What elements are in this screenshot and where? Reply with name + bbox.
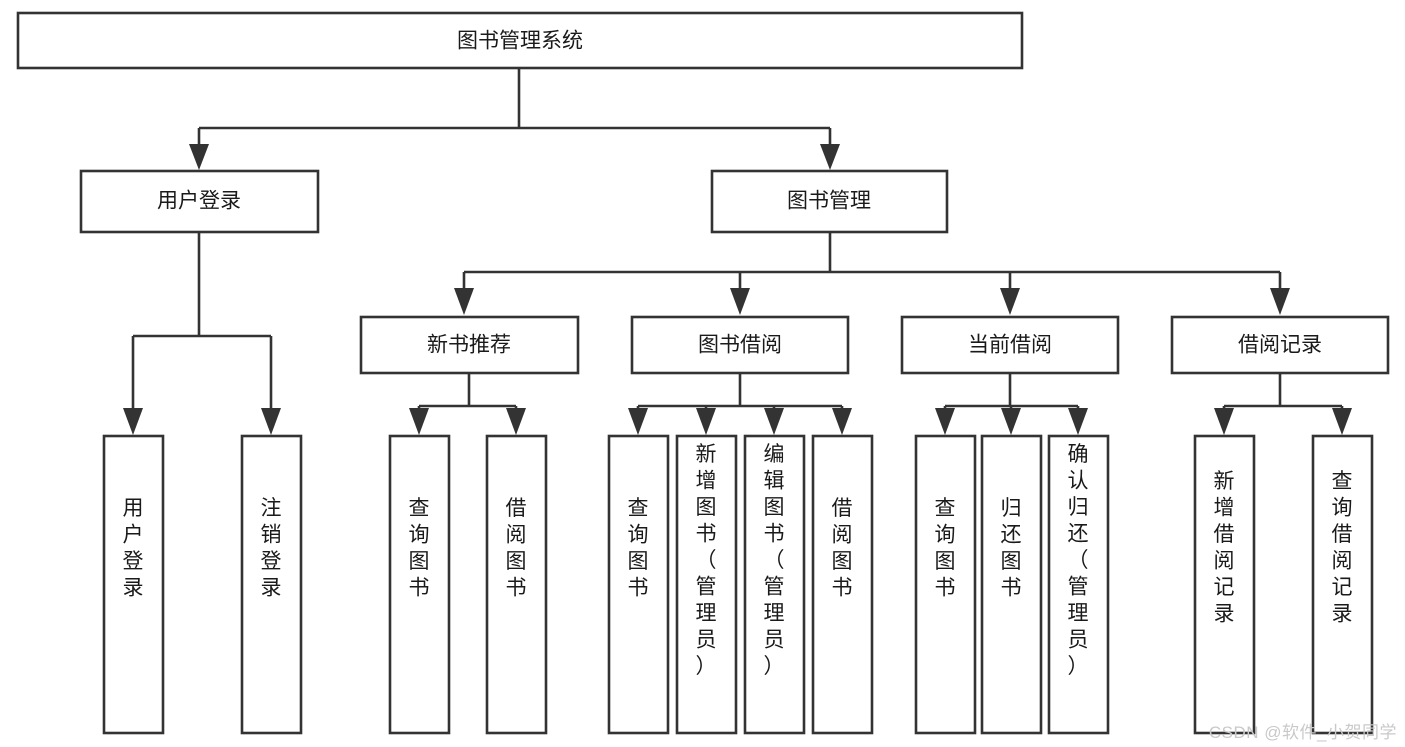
node-leaf-borrow-edit-box[interactable] [743, 434, 806, 735]
node-leaf-borrow-query-box[interactable] [607, 434, 670, 735]
edge-group-new-book-rec-to-leaves [409, 373, 526, 435]
node-leaf-record-query-box[interactable] [1311, 434, 1374, 735]
node-leaf-current-query-label: 查询图书 [935, 497, 956, 600]
arrow-head-borrow-record [1270, 288, 1290, 315]
node-leaf-current-return-label: 归还图书 [1001, 497, 1022, 600]
arrow-head-book-borrow [730, 288, 750, 315]
node-user-login[interactable]: 用户登录 [79, 169, 320, 234]
node-leaf-borrow-edit-label: 编辑图书（管理员） [764, 443, 785, 678]
node-leaf-user-login-box[interactable] [102, 434, 165, 735]
node-current-borrow[interactable]: 当前借阅 [900, 315, 1120, 375]
node-root-box[interactable] [16, 11, 1024, 70]
node-leaf-rec-query-label: 查询图书 [409, 497, 430, 600]
node-book-manage-label: 图书管理 [787, 190, 871, 213]
arrow-head-leaf-current-return [1001, 408, 1021, 435]
arrow-head-new-book-rec [454, 288, 474, 315]
node-root[interactable]: 图书管理系统 [16, 11, 1024, 70]
node-leaf-rec-query-box[interactable] [388, 434, 451, 735]
node-leaf-record-query[interactable]: 查询借阅记录 [1311, 434, 1374, 735]
node-user-login-label: 用户登录 [157, 190, 241, 213]
node-leaf-current-confirm-box[interactable] [1047, 434, 1110, 735]
node-book-manage-box[interactable] [710, 169, 949, 234]
arrow-head-leaf-user-logout [261, 408, 281, 435]
edge-group-user-login-to-leaves [123, 232, 281, 435]
node-leaf-user-logout[interactable]: 注销登录 [240, 434, 303, 735]
node-leaf-current-confirm-label: 确认归还（管理员） [1068, 443, 1089, 678]
node-leaf-current-return[interactable]: 归还图书 [980, 434, 1043, 735]
node-leaf-user-logout-label: 注销登录 [261, 497, 282, 600]
node-leaf-record-query-label: 查询借阅记录 [1332, 470, 1353, 626]
edge-group-book-borrow-to-leaves [628, 373, 852, 435]
node-leaf-borrow-lend[interactable]: 借阅图书 [811, 434, 874, 735]
node-leaf-borrow-add-label: 新增图书（管理员） [696, 443, 717, 678]
node-leaf-borrow-query-label: 查询图书 [628, 497, 649, 600]
node-leaf-borrow-lend-label: 借阅图书 [832, 497, 853, 600]
node-book-manage[interactable]: 图书管理 [710, 169, 949, 234]
arrow-head-leaf-current-query [935, 408, 955, 435]
arrow-head-leaf-borrow-edit [764, 408, 784, 435]
node-borrow-record-label: 借阅记录 [1238, 334, 1322, 357]
node-root-label: 图书管理系统 [457, 30, 583, 53]
node-leaf-record-add[interactable]: 新增借阅记录 [1193, 434, 1256, 735]
node-leaf-rec-borrow-label: 借阅图书 [506, 497, 527, 600]
node-user-login-box[interactable] [79, 169, 320, 234]
node-leaf-borrow-query[interactable]: 查询图书 [607, 434, 670, 735]
arrow-head-leaf-user-login [123, 408, 143, 435]
arrow-head-leaf-current-confirm [1068, 408, 1088, 435]
node-borrow-record[interactable]: 借阅记录 [1170, 315, 1390, 375]
node-leaf-borrow-edit[interactable]: 编辑图书（管理员） [743, 434, 806, 735]
node-leaf-current-query-box[interactable] [914, 434, 977, 735]
edge-group-book-manage-to-level2 [454, 232, 1290, 315]
arrow-head-book-manage [820, 144, 840, 170]
node-leaf-borrow-add[interactable]: 新增图书（管理员） [675, 434, 738, 735]
node-book-borrow-label: 图书借阅 [698, 334, 782, 357]
node-leaf-record-add-label: 新增借阅记录 [1214, 470, 1235, 626]
node-book-borrow-box[interactable] [630, 315, 850, 375]
arrow-head-user-login [189, 144, 209, 170]
node-leaf-borrow-add-box[interactable] [675, 434, 738, 735]
edge-group-borrow-record-to-leaves [1214, 373, 1352, 435]
node-leaf-current-query[interactable]: 查询图书 [914, 434, 977, 735]
node-book-borrow[interactable]: 图书借阅 [630, 315, 850, 375]
node-leaf-borrow-lend-box[interactable] [811, 434, 874, 735]
node-borrow-record-box[interactable] [1170, 315, 1390, 375]
arrow-head-leaf-borrow-add [696, 408, 716, 435]
arrow-head-leaf-borrow-query [628, 408, 648, 435]
node-leaf-rec-borrow-box[interactable] [485, 434, 548, 735]
node-new-book-rec-box[interactable] [359, 315, 580, 375]
node-leaf-user-logout-box[interactable] [240, 434, 303, 735]
arrow-head-leaf-rec-query [409, 408, 429, 435]
csdn-watermark: CSDN @软件_小贺同学 [1208, 723, 1397, 742]
arrow-head-current-borrow [1000, 288, 1020, 315]
node-leaf-current-confirm[interactable]: 确认归还（管理员） [1047, 434, 1110, 735]
node-leaf-rec-query[interactable]: 查询图书 [388, 434, 451, 735]
node-current-borrow-box[interactable] [900, 315, 1120, 375]
node-leaf-current-return-box[interactable] [980, 434, 1043, 735]
node-new-book-rec[interactable]: 新书推荐 [359, 315, 580, 375]
arrow-head-leaf-record-query [1332, 408, 1352, 435]
node-leaf-user-login[interactable]: 用户登录 [102, 434, 165, 735]
node-new-book-rec-label: 新书推荐 [427, 334, 511, 357]
arrow-head-leaf-record-add [1214, 408, 1234, 435]
arrow-head-leaf-rec-borrow [506, 408, 526, 435]
edge-group-root-to-level1 [189, 68, 840, 170]
node-leaf-user-login-label: 用户登录 [123, 497, 144, 600]
edge-group-current-borrow-to-leaves [935, 373, 1088, 435]
node-leaf-rec-borrow[interactable]: 借阅图书 [485, 434, 548, 735]
node-current-borrow-label: 当前借阅 [968, 334, 1052, 357]
node-leaf-record-add-box[interactable] [1193, 434, 1256, 735]
arrow-head-leaf-borrow-lend [832, 408, 852, 435]
